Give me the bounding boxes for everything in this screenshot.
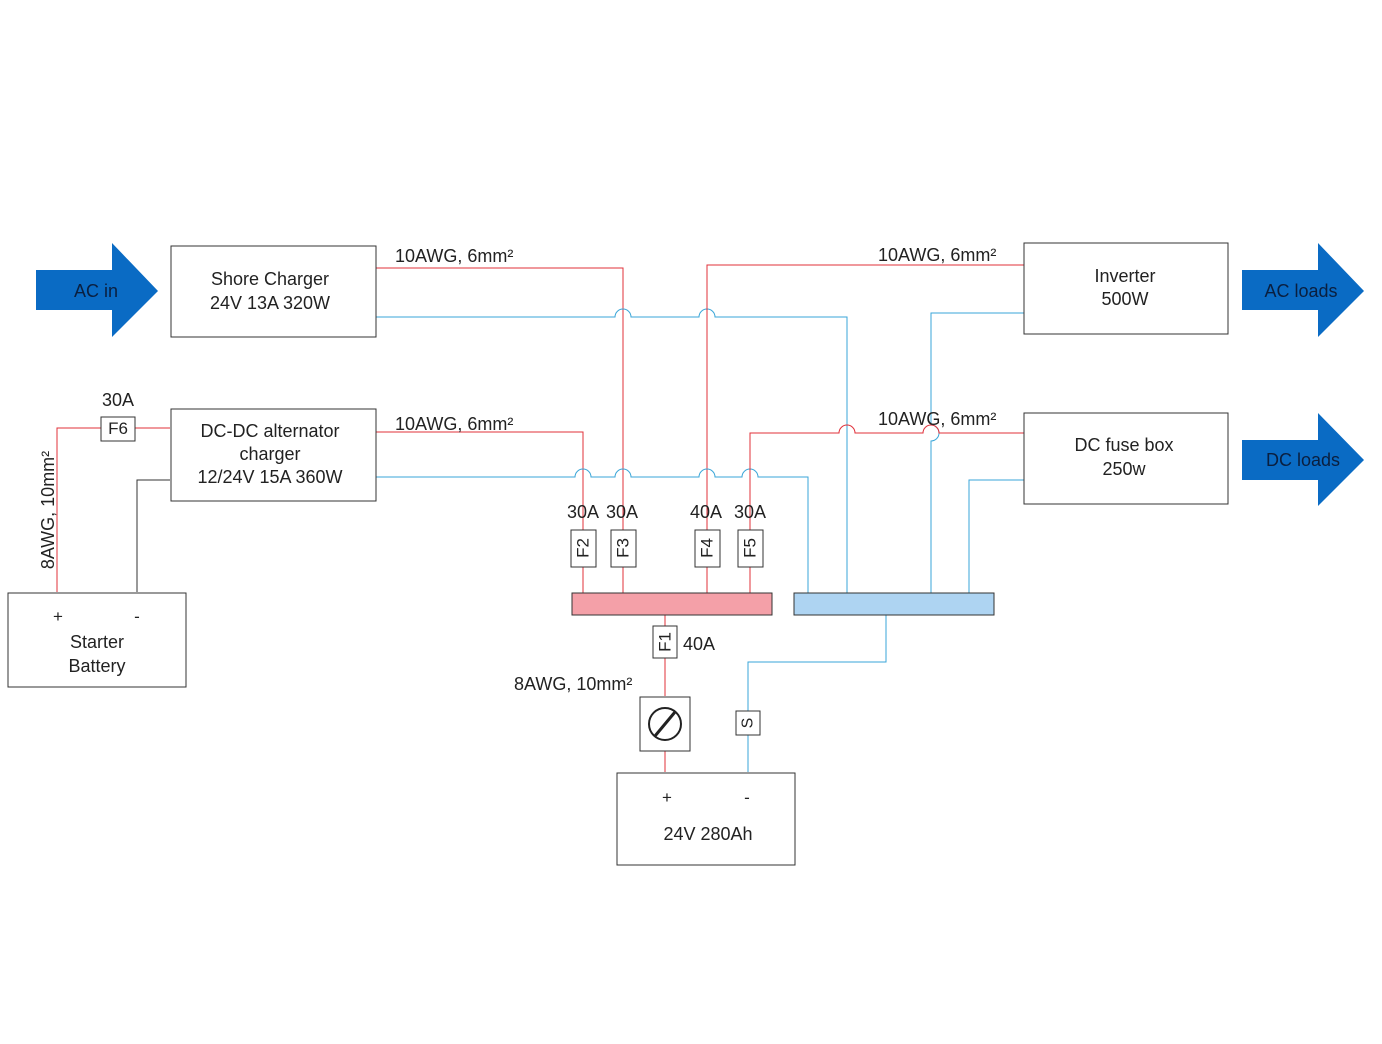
wire-label-shore: 10AWG, 6mm²: [395, 246, 513, 266]
wire-label-fusebox: 10AWG, 6mm²: [878, 409, 996, 429]
starter-battery-plus: +: [53, 607, 63, 626]
wire-label-main: 8AWG, 10mm²: [514, 674, 632, 694]
fuse-f3: F3 30A: [606, 502, 638, 568]
fuse-f5-rating: 30A: [734, 502, 766, 522]
shore-charger-title: Shore Charger: [211, 269, 329, 289]
negative-busbar: [793, 592, 995, 616]
dcdc-charger-title: DC-DC alternator: [200, 421, 339, 441]
fuse-f6-name: F6: [108, 419, 128, 438]
ac-in-label: AC in: [74, 281, 118, 301]
inverter-title: Inverter: [1094, 266, 1155, 286]
wire-label-dcdc: 10AWG, 6mm²: [395, 414, 513, 434]
house-battery-minus: -: [744, 788, 750, 807]
dcdc-charger-spec: 12/24V 15A 360W: [197, 467, 342, 487]
fuse-f6-body: [100, 416, 136, 442]
shunt-label: S: [740, 718, 757, 729]
wire-fusebox-negative: [968, 479, 1024, 593]
wire-shore-negative: [376, 308, 848, 593]
dcdc-charger: DC-DC alternator charger 12/24V 15A 360W: [170, 408, 377, 502]
shunt-body: [735, 710, 761, 736]
wire-label-inverter: 10AWG, 6mm²: [878, 245, 996, 265]
fuse-f3-rating: 30A: [606, 502, 638, 522]
battery-switch-lever-icon: [653, 711, 677, 737]
ac-loads-label: AC loads: [1264, 281, 1337, 301]
fuse-f4-body: [694, 529, 721, 568]
wire-starter-negative: [136, 479, 170, 592]
fuse-f4: F4 40A: [690, 502, 722, 568]
starter-battery-subtitle: Battery: [68, 656, 125, 676]
wire-dcdc-negative: [376, 468, 809, 593]
fuse-f5: F5 30A: [734, 502, 766, 568]
fuse-f2-body: [570, 529, 597, 568]
wire-dcdc-positive: [376, 431, 584, 537]
fuse-f3-name: F3: [614, 538, 633, 558]
fuse-f6: F6 30A: [100, 390, 136, 442]
fuse-f4-rating: 40A: [690, 502, 722, 522]
wire-inverter-negative: [930, 312, 1024, 593]
house-battery: + - 24V 280Ah: [616, 772, 796, 866]
fuse-f5-name: F5: [741, 538, 760, 558]
dc-loads-arrow-shape: [1242, 413, 1364, 506]
fuse-f1-rating: 40A: [683, 634, 715, 654]
starter-battery-title: Starter: [70, 632, 124, 652]
dc-fuse-box-title: DC fuse box: [1074, 435, 1173, 455]
dc-loads-label: DC loads: [1266, 450, 1340, 470]
dc-fuse-box-spec: 250w: [1102, 459, 1146, 479]
wire-main-negative: [747, 605, 887, 772]
inverter-spec: 500W: [1101, 289, 1148, 309]
positive-busbar: [571, 592, 773, 616]
ac-in-arrow-shape: [36, 243, 158, 337]
dcdc-charger-subtitle: charger: [239, 444, 300, 464]
shore-charger-spec: 24V 13A 320W: [210, 293, 330, 313]
fuse-f5-body: [737, 529, 764, 568]
dc-fuse-box: DC fuse box 250w: [1023, 412, 1229, 505]
fuse-f2-rating: 30A: [567, 502, 599, 522]
fuse-f1: F1 40A: [652, 625, 715, 659]
fuse-f1-body: [652, 625, 678, 659]
shunt: S: [735, 710, 761, 736]
fuse-f2: F2 30A: [567, 502, 599, 568]
ac-loads-arrow: AC loads: [1242, 243, 1364, 337]
battery-switch: [639, 696, 691, 752]
inverter: Inverter 500W: [1023, 242, 1229, 335]
house-battery-plus: +: [662, 788, 672, 807]
fuse-f2-name: F2: [574, 538, 593, 558]
dc-loads-arrow: DC loads: [1242, 413, 1364, 506]
starter-battery-minus: -: [134, 607, 140, 626]
wire-fusebox-positive: [749, 424, 1024, 537]
wire-starter-positive: [56, 427, 170, 592]
ac-loads-arrow-shape: [1242, 243, 1364, 337]
house-battery-label: 24V 280Ah: [663, 824, 752, 844]
ac-in-arrow: AC in: [36, 243, 158, 337]
wire-inverter-positive: [706, 264, 1024, 537]
starter-battery: + - Starter Battery: [7, 592, 187, 688]
wire-shore-positive: [376, 267, 624, 537]
fuse-f6-rating: 30A: [102, 390, 134, 410]
fuse-f1-name: F1: [656, 632, 675, 652]
shore-charger: Shore Charger 24V 13A 320W: [170, 245, 377, 338]
fuse-f3-body: [610, 529, 637, 568]
fuse-f4-name: F4: [698, 538, 717, 558]
wire-label-starter: 8AWG, 10mm²: [38, 451, 58, 569]
